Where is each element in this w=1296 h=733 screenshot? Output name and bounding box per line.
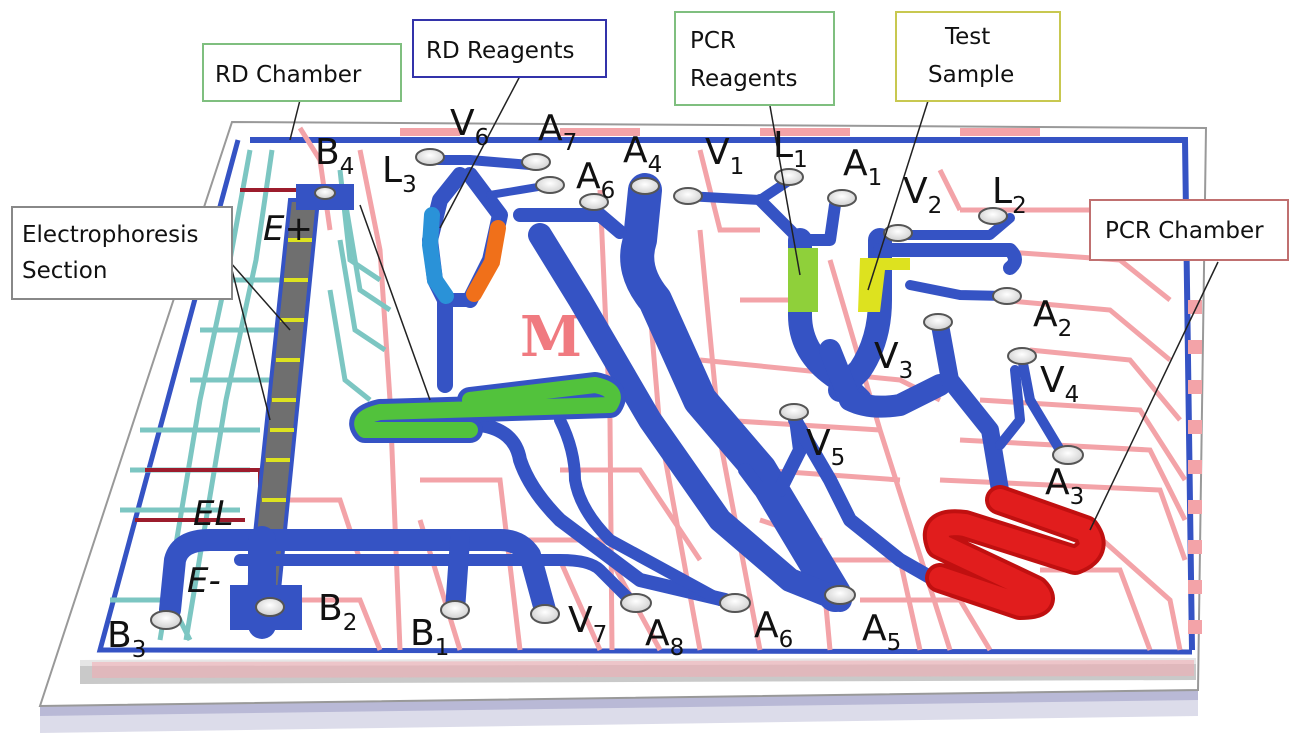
callout-pcr-reagents-line2: Reagents bbox=[690, 66, 798, 92]
callout-rd-chamber-text: RD Chamber bbox=[215, 62, 362, 88]
callout-pcr-chamber: PCR Chamber bbox=[1090, 200, 1288, 260]
callout-rd-reagents-text: RD Reagents bbox=[426, 38, 575, 64]
port-a6-bottom bbox=[720, 594, 750, 612]
label-v6: V6 bbox=[450, 103, 489, 151]
port-v4 bbox=[1008, 348, 1036, 364]
port-l3 bbox=[416, 149, 444, 165]
port-v5 bbox=[780, 404, 808, 420]
callout-electrophoresis: Electrophoresis Section bbox=[12, 207, 232, 299]
label-a7: A7 bbox=[538, 108, 577, 156]
logo-mark: M bbox=[520, 304, 582, 370]
pcr-reagent-fill bbox=[788, 248, 818, 312]
callout-electrophoresis-line2: Section bbox=[22, 258, 107, 284]
port-a2 bbox=[993, 288, 1021, 304]
port-a4 bbox=[631, 178, 659, 194]
port-a6-top bbox=[536, 177, 564, 193]
callout-electrophoresis-line1: Electrophoresis bbox=[22, 222, 198, 248]
port-b3 bbox=[151, 611, 181, 629]
callout-pcr-chamber-text: PCR Chamber bbox=[1105, 218, 1264, 244]
port-v1 bbox=[674, 188, 702, 204]
callout-rd-reagents: RD Reagents bbox=[413, 20, 606, 77]
label-e-minus: E- bbox=[187, 561, 221, 601]
port-v3 bbox=[924, 314, 952, 330]
port-b4 bbox=[315, 187, 335, 199]
port-b2 bbox=[256, 598, 284, 616]
port-a7 bbox=[522, 154, 550, 170]
callout-pcr-reagents-line1: PCR bbox=[690, 28, 736, 54]
callout-rd-chamber: RD Chamber bbox=[203, 44, 401, 101]
label-el: EL bbox=[193, 494, 233, 534]
callout-test-sample: Test Sample bbox=[896, 12, 1060, 101]
port-a5 bbox=[825, 586, 855, 604]
label-e-plus: E+ bbox=[263, 209, 313, 249]
port-v7 bbox=[531, 605, 559, 623]
port-a1 bbox=[828, 190, 856, 206]
callout-pcr-reagents: PCR Reagents bbox=[675, 12, 834, 105]
port-a8 bbox=[621, 594, 651, 612]
port-b1 bbox=[441, 601, 469, 619]
callout-test-sample-line1: Test bbox=[944, 24, 990, 50]
callout-test-sample-line2: Sample bbox=[928, 62, 1014, 88]
